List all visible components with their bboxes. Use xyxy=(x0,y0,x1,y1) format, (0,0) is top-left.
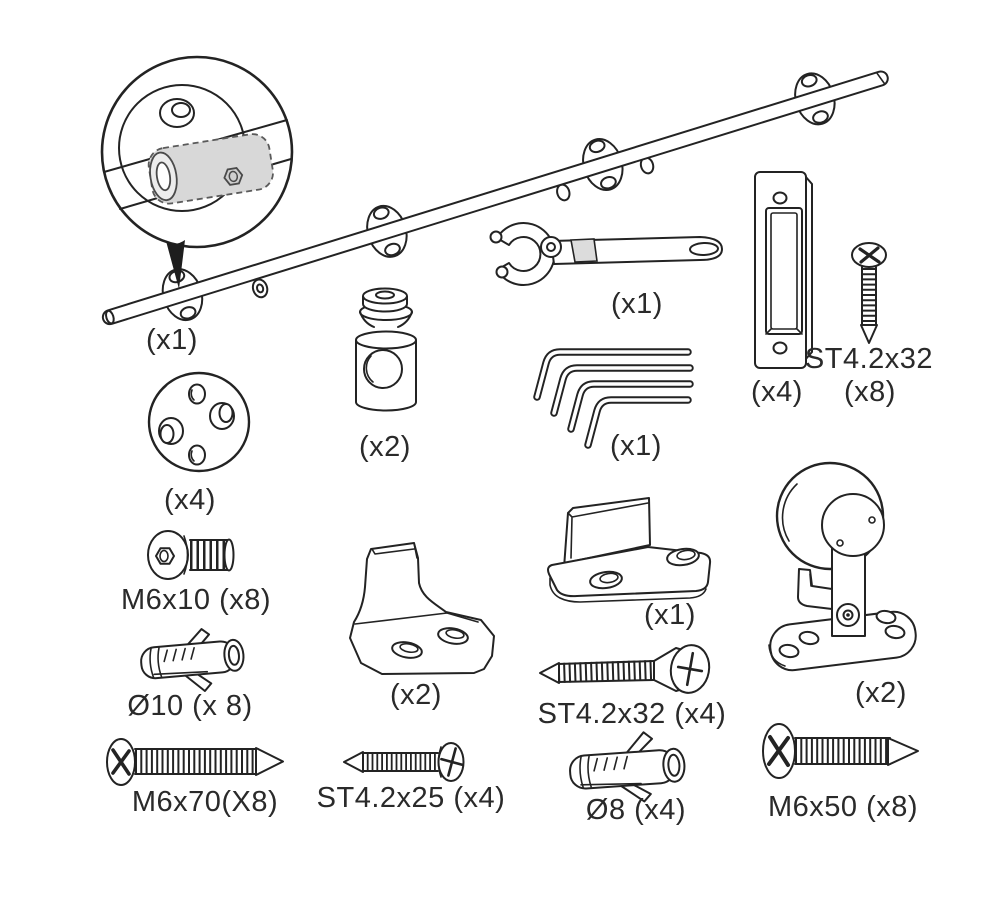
anti-jump-bracket-illustration xyxy=(349,542,495,675)
roller-qty-label: (x2) xyxy=(855,677,907,709)
flush-pull-qty-label: (x4) xyxy=(751,376,803,408)
hex-key-set-qty-label: (x1) xyxy=(610,430,662,462)
screw-m6x70-illustration xyxy=(106,738,284,786)
rail-detail-callout xyxy=(100,55,294,289)
anti-jump-qty-label: (x2) xyxy=(390,679,442,711)
screw-m6x10-label: M6x10 (x8) xyxy=(120,584,272,616)
set-screw-icon xyxy=(223,167,244,186)
rail-qty-label: (x1) xyxy=(146,324,198,356)
screw-m6x50-illustration xyxy=(762,723,919,779)
anchor-d10-label: Ø10 (x 8) xyxy=(127,690,253,722)
screw-st42x25-label: ST4.2x25 (x4) xyxy=(316,782,506,814)
wall-anchor-d8-illustration xyxy=(569,731,686,803)
rail-illustration xyxy=(101,70,889,326)
rail-connector xyxy=(147,133,274,205)
floor-guide-qty-label: (x1) xyxy=(644,599,696,631)
screw-m6x70-label: M6x70(X8) xyxy=(131,786,279,818)
screw-st42x25-illustration xyxy=(343,742,465,782)
floor-guide-illustration xyxy=(547,497,712,603)
wrench-illustration xyxy=(489,222,723,286)
door-stop-illustration xyxy=(355,287,417,412)
screw-st42x32-size-label: ST4.2x32 xyxy=(804,343,934,375)
flush-pull-illustration xyxy=(754,171,813,369)
screw-st42x32-horizontal-illustration xyxy=(539,644,711,694)
screw-st42x32-b-label: ST4.2x32 (x4) xyxy=(537,698,727,730)
end-cap-qty-label: (x4) xyxy=(164,484,216,516)
screw-st42x32-qty-label: (x8) xyxy=(844,376,896,408)
roller-hanger-illustration xyxy=(768,461,917,672)
screw-m6x10-illustration xyxy=(147,530,235,580)
anchor-d8-label: Ø8 (x4) xyxy=(585,794,687,826)
hex-key-set-illustration xyxy=(533,348,694,449)
screw-st42x32-vertical-illustration xyxy=(851,242,887,344)
end-cap-disc-illustration xyxy=(147,371,251,473)
wall-anchor-d10-illustration xyxy=(140,628,245,692)
door-stop-qty-label: (x2) xyxy=(359,431,411,463)
wrench-qty-label: (x1) xyxy=(611,288,663,320)
pointer-arrow-icon xyxy=(166,240,185,289)
screw-m6x50-label: M6x50 (x8) xyxy=(767,791,919,823)
